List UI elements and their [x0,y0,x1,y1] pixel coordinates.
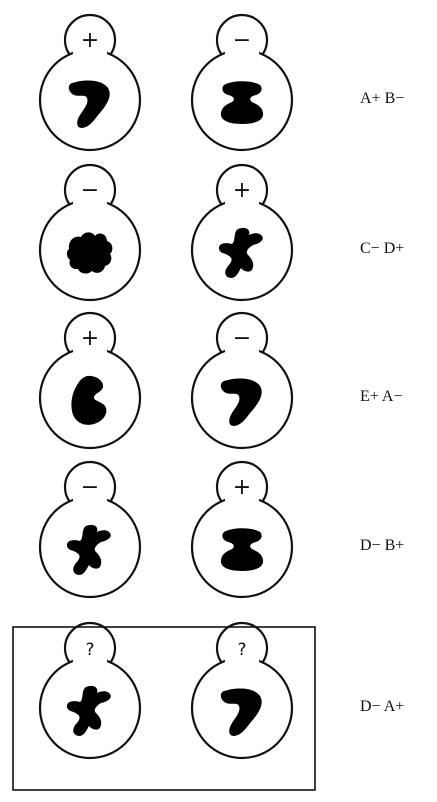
sign-label: − [233,326,251,351]
cell-2-left: − [40,165,140,300]
sign-label: + [233,178,251,203]
sign-label: − [81,178,99,203]
cell-4-left: − [40,462,140,597]
row-5-label: D− A+ [360,698,404,716]
cell-5-right: ? [192,623,292,758]
row-1-label: A+ B− [360,90,404,108]
cell-3-left: + [40,313,140,448]
row-2: −+ [40,165,292,300]
cell-1-right: − [192,15,292,150]
cell-1-left: + [40,15,140,150]
row-5: ?? [40,623,292,758]
sign-label: + [233,475,251,500]
sign-label: ? [85,640,94,660]
cell-2-right: + [192,165,292,300]
row-4: −+ [40,462,292,597]
row-1: +− [40,15,292,150]
sign-label: + [81,326,99,351]
rows-layer: +−−++−−+?? [13,15,315,790]
cell-4-right: + [192,462,292,597]
sign-label: + [81,28,99,53]
sign-label: − [81,475,99,500]
row-4-label: D− B+ [360,537,404,555]
sign-label: ? [237,640,246,660]
sign-label: − [233,28,251,53]
row-3: +− [40,313,292,448]
row-3-label: E+ A− [360,388,403,406]
row-2-label: C− D+ [360,240,404,258]
cell-5-left: ? [40,623,140,758]
cell-3-right: − [192,313,292,448]
